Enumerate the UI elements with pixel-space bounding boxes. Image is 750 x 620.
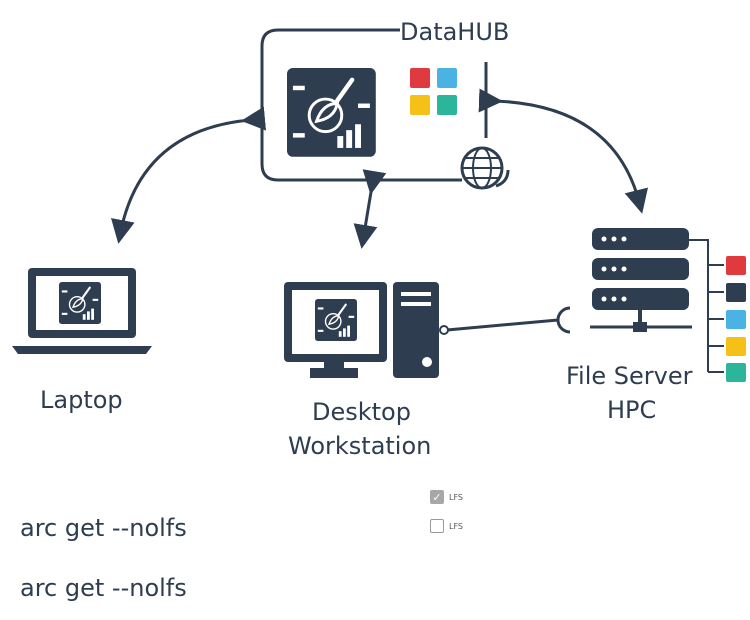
checkbox-label: LFS [449, 492, 463, 502]
server-project-tree [689, 239, 746, 382]
globe-icon [460, 146, 510, 190]
server-label-line1: File Server [566, 362, 693, 390]
server-label-line2: HPC [607, 396, 657, 424]
laptop-project-icon [57, 280, 103, 326]
lfs-checkbox-checked[interactable]: ✓ LFS [430, 490, 463, 504]
arrow-hub-desktop [353, 169, 387, 249]
command-text: arc get --nolfs [20, 514, 187, 542]
datahub-project-icon [287, 68, 376, 157]
lfs-checkbox-unchecked[interactable]: LFS [430, 519, 463, 533]
check-icon: ✓ [430, 490, 444, 504]
desktop-label-line2: Workstation [288, 432, 432, 460]
connection-cable [439, 306, 571, 335]
datahub-node [260, 28, 510, 190]
desktop-icon [284, 282, 439, 378]
desktop-label-line1: Desktop [312, 398, 411, 426]
arrow-hub-server [478, 88, 648, 214]
laptop-icon [12, 268, 152, 354]
checkbox-label: LFS [449, 521, 463, 531]
empty-box-icon [430, 519, 444, 533]
desktop-project-icon [313, 297, 359, 343]
laptop-label: Laptop [40, 386, 123, 414]
arrow-hub-laptop [111, 106, 267, 244]
server-icon [590, 228, 692, 332]
command-text: arc get --nolfs [20, 574, 187, 602]
color-squares-icon [410, 68, 457, 115]
datahub-title: DataHUB [400, 18, 510, 46]
